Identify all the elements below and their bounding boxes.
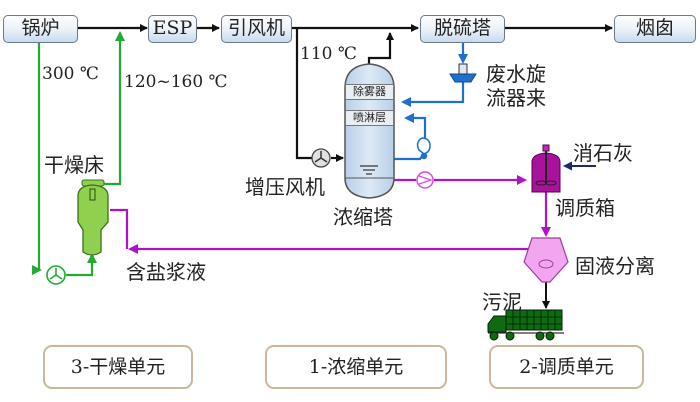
slurry-pump-icon	[416, 171, 434, 189]
booster-fan-icon	[311, 148, 331, 168]
temp-fan-out: 110 ℃	[300, 44, 357, 64]
drying-fan-icon	[46, 265, 66, 285]
spray-layer-tag: 喷淋层	[345, 110, 394, 126]
concentration-tower-label: 浓缩塔	[333, 205, 393, 229]
temp-return: 120~160 ℃	[124, 72, 228, 92]
slaked-lime-label: 消石灰	[573, 141, 633, 165]
demister-tag: 除雾器	[345, 84, 394, 100]
desulfurization-tower-node: 脱硫塔	[420, 15, 505, 43]
wastewater-line1: 废水旋	[486, 62, 546, 86]
esp-node: ESP	[148, 15, 197, 43]
sludge-truck-icon	[487, 309, 564, 341]
tower-outlet	[367, 32, 394, 68]
boiler-node: 锅炉	[3, 15, 78, 43]
separation-label: 固液分离	[575, 254, 655, 278]
fan-to-dryer	[66, 253, 97, 277]
drying-bed-label: 干燥床	[44, 153, 104, 177]
cyclone-tray-icon	[449, 63, 477, 83]
boiler-hot-gas	[32, 40, 42, 275]
sludge-label: 污泥	[482, 290, 522, 314]
circulation-pump-icon	[416, 137, 431, 160]
unit-drying: 3-干燥单元	[43, 345, 193, 389]
chimney-node: 烟囱	[614, 15, 696, 43]
unit-concentration: 1-浓缩单元	[265, 345, 447, 389]
flue-gas-lines	[78, 24, 613, 162]
temp-boiler-out: 300 ℃	[42, 64, 99, 84]
conditioning-tank-label: 调质箱	[555, 196, 615, 220]
separator-icon	[523, 237, 569, 283]
induced-fan-node: 引风机	[221, 15, 292, 43]
wastewater-label: 废水旋 流器来	[486, 62, 546, 110]
booster-fan-label: 增压风机	[245, 175, 325, 199]
unit-conditioning: 2-调质单元	[489, 345, 644, 389]
slurry-lines	[110, 175, 551, 254]
bypass-to-booster	[295, 28, 312, 160]
conditioning-tank-icon	[531, 144, 561, 193]
salty-slurry-label: 含盐浆液	[126, 260, 206, 284]
drying-bed-icon	[77, 179, 109, 256]
wastewater-line2: 流器来	[486, 86, 546, 110]
